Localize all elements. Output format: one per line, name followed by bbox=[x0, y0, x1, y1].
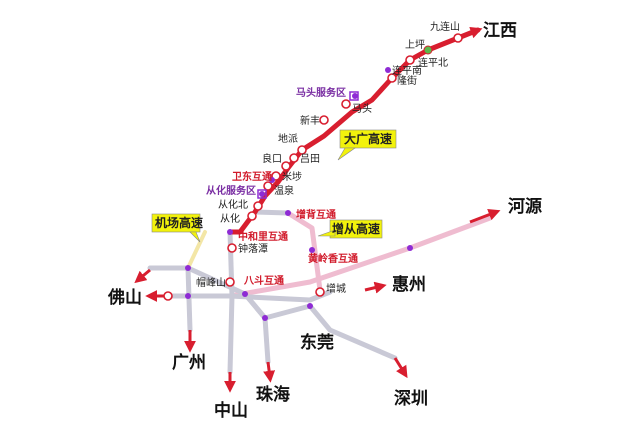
label-lianpingbei: 连平北 bbox=[418, 56, 448, 69]
label-zhonghelixiang: 中和里互通 bbox=[238, 230, 288, 243]
label-maofengshan: 帽峰山 bbox=[196, 276, 226, 289]
daguang-callout bbox=[337, 129, 397, 161]
station-zhongluotan bbox=[227, 243, 237, 253]
label-wenquan: 温泉 bbox=[274, 184, 294, 197]
node-badou bbox=[242, 291, 248, 297]
label-jiulianshan: 九连山 bbox=[430, 20, 460, 33]
node-huanglingxiang bbox=[309, 247, 315, 253]
station-shangping bbox=[423, 45, 433, 55]
label-daguang: 大广高速 bbox=[344, 131, 392, 146]
city-foshan: 佛山 bbox=[107, 287, 142, 308]
label-conghua: 从化 bbox=[220, 212, 240, 225]
zengcong-callout bbox=[317, 219, 383, 239]
station-lianpingbei bbox=[405, 55, 415, 65]
arrow-shenzhen bbox=[393, 357, 408, 379]
station-longjie bbox=[387, 73, 397, 83]
node-zhuhai-junction bbox=[262, 315, 268, 321]
label-conghuabei: 从化北 bbox=[218, 198, 248, 211]
label-lvtian: 吕田 bbox=[300, 153, 320, 165]
city-zhongshan: 中山 bbox=[214, 400, 248, 421]
road-zengcong bbox=[285, 210, 323, 293]
station-foshan-node bbox=[163, 291, 173, 301]
station-wenquan bbox=[263, 181, 273, 191]
city-huizhou: 惠州 bbox=[392, 274, 426, 295]
city-zhuhai: 珠海 bbox=[256, 384, 290, 405]
station-maofengshan bbox=[225, 277, 235, 287]
label-jichang: 机场高速 bbox=[155, 215, 203, 230]
label-badou: 八斗互通 bbox=[243, 275, 284, 287]
label-conghua-service: 从化服务区 bbox=[206, 184, 256, 197]
node-dongguan bbox=[307, 303, 313, 309]
city-heyuan: 河源 bbox=[508, 196, 542, 217]
node-taobei bbox=[285, 210, 291, 216]
road-guangzhou-north bbox=[185, 265, 193, 333]
node-zhonghelixiang bbox=[227, 229, 233, 235]
city-shenzhen: 深圳 bbox=[394, 388, 428, 409]
node-lianpingnan bbox=[385, 67, 391, 73]
label-xinfeng: 新丰 bbox=[300, 114, 320, 127]
label-lianpingnan: 连平南 bbox=[392, 64, 422, 77]
node-matou-service bbox=[352, 93, 358, 99]
road-zhuhai bbox=[242, 291, 271, 365]
matou-service-symbol bbox=[349, 91, 359, 101]
arrow-huizhou bbox=[364, 281, 387, 294]
arrow-heyuan bbox=[469, 208, 501, 224]
road-airport-expressway bbox=[186, 230, 207, 270]
conghua-service-symbol bbox=[257, 189, 267, 199]
station-liangkou bbox=[281, 161, 291, 171]
node-foshan-east bbox=[185, 293, 191, 299]
station-xinfeng bbox=[319, 115, 329, 125]
city-guangzhou: 广州 bbox=[172, 352, 206, 373]
station-zengcheng bbox=[315, 287, 325, 297]
arrow-foshan-north bbox=[134, 268, 151, 284]
node-heyuan-road bbox=[407, 245, 413, 251]
arrow-jiangxi bbox=[461, 26, 483, 39]
label-mibu: 米埗 bbox=[282, 170, 302, 183]
road-conghua-south bbox=[227, 229, 235, 375]
station-jiulianshan bbox=[453, 33, 463, 43]
label-zengcong: 增从高速 bbox=[332, 221, 380, 236]
city-dongguan: 东莞 bbox=[300, 332, 334, 353]
label-longjie: 隆街 bbox=[397, 74, 417, 87]
station-dipai bbox=[297, 145, 307, 155]
city-jiangxi: 江西 bbox=[483, 21, 517, 41]
label-taobei: 增背互通 bbox=[296, 208, 336, 221]
road-taobei-link bbox=[252, 209, 291, 216]
label-weidong: 卫东互通 bbox=[232, 170, 272, 183]
label-huanglingxiang: 黄岭香互通 bbox=[308, 252, 358, 265]
label-matou-service: 马头服务区 bbox=[296, 86, 346, 99]
station-conghuabei bbox=[253, 201, 263, 211]
station-conghua bbox=[247, 211, 257, 221]
label-zhongluotan: 钟落潭 bbox=[238, 242, 268, 255]
station-matou bbox=[341, 99, 351, 109]
node-weidong bbox=[269, 177, 275, 183]
jichang-callout bbox=[151, 213, 201, 243]
label-dipai: 地派 bbox=[278, 132, 298, 145]
label-liangkou: 良口 bbox=[262, 152, 282, 165]
label-zengcheng: 增城 bbox=[326, 282, 346, 295]
label-matou: 马头 bbox=[352, 103, 372, 115]
road-to-heyuan bbox=[227, 215, 493, 299]
node-guangzhou bbox=[185, 265, 191, 271]
arrow-zhuhai bbox=[263, 361, 276, 383]
node-conghua-service bbox=[259, 191, 265, 197]
station-lvtian bbox=[289, 153, 299, 163]
label-shangping: 上坪 bbox=[405, 38, 425, 51]
